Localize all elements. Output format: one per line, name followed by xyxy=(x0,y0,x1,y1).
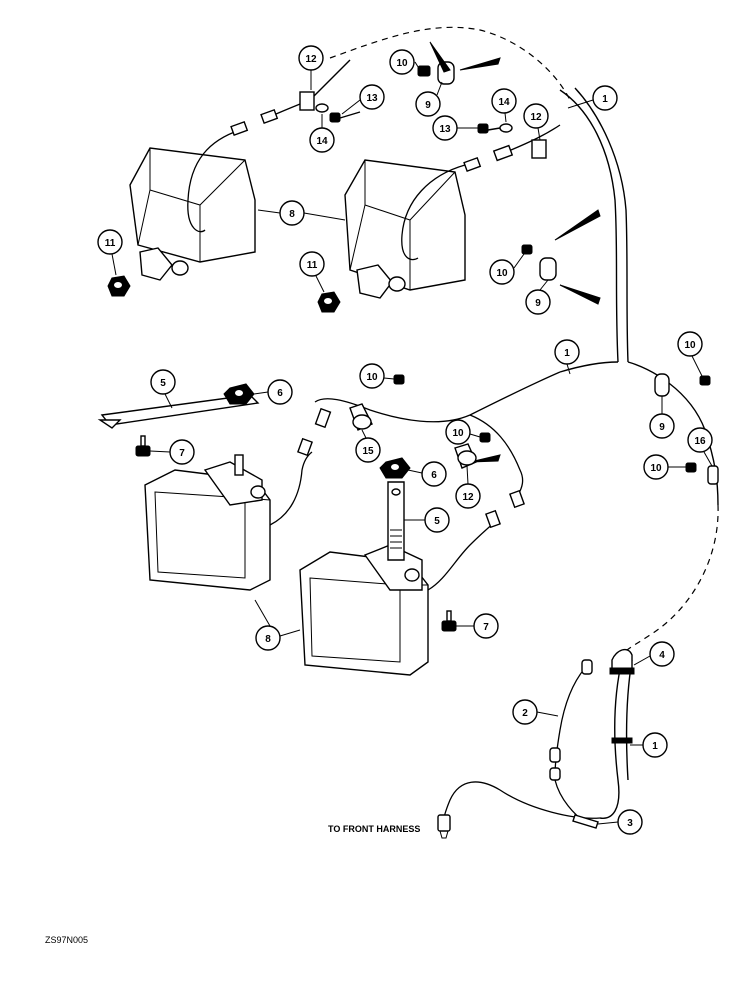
callout-10f: 10 xyxy=(650,463,662,474)
callout-13b: 13 xyxy=(439,124,451,135)
callout-11a: 11 xyxy=(105,238,116,249)
callout-14b: 14 xyxy=(498,97,510,108)
callout-10d: 10 xyxy=(366,372,378,383)
callouts: 12 10 9 13 14 14 13 12 1 xyxy=(97,45,713,835)
lower-right-lamp xyxy=(299,521,496,676)
clamp-12-left xyxy=(299,59,351,111)
callout-15: 15 xyxy=(362,446,374,457)
bracket-5-vertical xyxy=(387,481,405,561)
clamp-12-right xyxy=(531,139,547,159)
callout-12b: 12 xyxy=(530,112,542,123)
nut-11-left xyxy=(107,275,131,297)
callout-10b: 10 xyxy=(496,268,508,279)
bolt-7-left xyxy=(135,435,151,457)
callout-3: 3 xyxy=(627,818,633,829)
lower-harness xyxy=(437,648,635,839)
bracket-5-left xyxy=(97,394,260,429)
lower-left-lamp xyxy=(144,451,313,591)
callout-4: 4 xyxy=(659,650,665,661)
bolt-7-right xyxy=(441,610,457,632)
callout-10e: 10 xyxy=(452,428,464,439)
nut-6-left xyxy=(223,383,255,405)
callout-1b: 1 xyxy=(564,348,570,359)
pointer-arrows xyxy=(429,41,601,463)
callout-5b: 5 xyxy=(434,516,440,527)
callout-12a: 12 xyxy=(305,54,317,65)
callout-8b: 8 xyxy=(265,634,271,645)
callout-6b: 6 xyxy=(431,470,437,481)
figure-id: ZS97N005 xyxy=(45,935,88,945)
callout-6a: 6 xyxy=(277,388,283,399)
callout-7a: 7 xyxy=(179,448,185,459)
upper-connectors xyxy=(230,99,561,172)
callout-1c: 1 xyxy=(652,741,658,752)
callout-9c: 9 xyxy=(659,422,665,433)
callout-7b: 7 xyxy=(483,622,489,633)
upper-left-lamp xyxy=(129,129,256,281)
callout-10c: 10 xyxy=(684,340,696,351)
nut-6-center xyxy=(379,457,411,479)
callout-9b: 9 xyxy=(535,298,541,309)
callout-1a: 1 xyxy=(602,94,608,105)
callout-13a: 13 xyxy=(366,93,378,104)
callout-9a: 9 xyxy=(425,100,431,111)
callout-8a: 8 xyxy=(289,209,295,220)
callout-circle-12a xyxy=(298,45,324,71)
callout-2: 2 xyxy=(522,708,528,719)
nut-11-right xyxy=(317,291,341,313)
front-harness-caption: TO FRONT HARNESS xyxy=(328,824,420,834)
upper-right-lamp xyxy=(344,159,466,299)
callout-11b: 11 xyxy=(307,260,318,271)
callout-12c: 12 xyxy=(462,492,474,503)
callout-16: 16 xyxy=(694,436,706,447)
callout-10a: 10 xyxy=(396,58,408,69)
callout-14a: 14 xyxy=(316,136,328,147)
callout-5a: 5 xyxy=(160,378,166,389)
